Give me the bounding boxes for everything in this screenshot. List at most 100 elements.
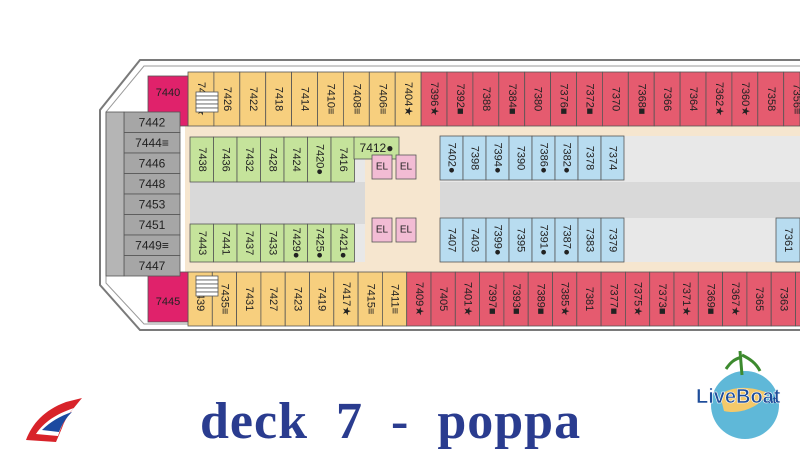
cabin-label: 7394● — [492, 142, 504, 173]
cabin-label: 7376■ — [558, 83, 570, 114]
cabin-label: 7362★ — [713, 82, 725, 116]
cabin-label: 7381 — [583, 287, 595, 311]
cabin — [284, 271, 310, 327]
stairs-icon — [195, 91, 219, 97]
cabin-label: 7363 — [777, 287, 789, 311]
cabin — [265, 71, 293, 127]
cabin — [503, 271, 529, 327]
cabin — [357, 271, 383, 327]
cabin — [600, 135, 625, 181]
cabin — [679, 71, 707, 127]
cabin-label: 7383 — [584, 228, 596, 252]
cabin — [291, 71, 318, 127]
cabin — [330, 223, 355, 263]
cabin-label: 7435≡ — [218, 284, 230, 315]
cabin-label: 7396★ — [428, 82, 440, 116]
cabin-label: 7417★ — [340, 282, 352, 316]
cabin-label: 7426 — [221, 87, 233, 111]
cabin-label: 7448 — [139, 177, 166, 191]
cabin-label: 7414 — [299, 87, 311, 111]
cabin-side — [105, 111, 125, 277]
cabin — [770, 271, 796, 327]
deck-plan: 7430★74267422741874147410≡7408≡7406≡7404… — [99, 59, 800, 331]
cabin — [330, 136, 355, 183]
cabin-label: 7364 — [687, 87, 699, 111]
cabin-label: 7378 — [584, 146, 596, 170]
cabin-label: 7447 — [139, 259, 166, 273]
cabin-label: 7390 — [515, 146, 527, 170]
liveboat-text: LiveBoat — [696, 386, 781, 408]
cabin-label: 7438 — [196, 147, 208, 171]
stairs-icon — [195, 107, 219, 113]
cabin-label: 7356≡ — [791, 84, 800, 115]
cabin-label: 7377■ — [607, 283, 619, 314]
cabin-label: 7398 — [469, 146, 481, 170]
stairs-icon — [195, 95, 219, 101]
cabin-label: 7415≡ — [364, 284, 376, 315]
cabin-label: 7411≡ — [389, 284, 401, 314]
stairs-icon — [195, 291, 219, 297]
cabin-label: 7437 — [243, 231, 255, 255]
cabin-label: 7440 — [156, 87, 180, 99]
cabin-label: 7388 — [480, 87, 492, 111]
cabin-label: 7432 — [243, 147, 255, 171]
cabin-label: 7442 — [139, 115, 166, 129]
cabin-label: 7373■ — [656, 283, 668, 314]
elevator-label: EL — [376, 162, 389, 173]
cabin-label: 7407 — [446, 228, 458, 252]
cabin-label: 7395 — [515, 228, 527, 252]
cabin — [600, 217, 625, 263]
cabin — [576, 71, 603, 127]
cabin-label: 7408≡ — [350, 84, 362, 115]
cabin-label: 7404★ — [402, 82, 414, 116]
cabin-label: 7367★ — [729, 282, 741, 316]
elevator — [395, 217, 417, 243]
cabin — [420, 71, 448, 127]
cabin — [731, 71, 759, 127]
cabin-label: 7385★ — [559, 282, 571, 316]
cabin-label: 7386● — [538, 142, 550, 173]
cabin-label: 7366 — [661, 87, 673, 111]
elevator-label: EL — [400, 162, 413, 173]
cabin-label: 7416 — [337, 147, 349, 171]
cabin — [722, 271, 748, 327]
cabin-label: 7429● — [290, 227, 302, 258]
cabin-label: 7393■ — [510, 283, 522, 314]
cabin-label: 7371★ — [680, 282, 692, 316]
cabin-label: 7425● — [313, 227, 325, 258]
cabin-label: 7392■ — [454, 83, 466, 114]
cabin — [430, 271, 456, 327]
cabin-label: 7379 — [607, 228, 619, 252]
cabin — [446, 71, 474, 127]
cabin-label: 7397■ — [486, 283, 498, 314]
cabin-label: 7444≡ — [135, 136, 169, 150]
cabin-label: 7428 — [266, 147, 278, 171]
cabin — [627, 71, 655, 127]
cabin-label: 7424 — [290, 147, 302, 171]
cabin — [260, 271, 286, 327]
cabin-label: 7391● — [538, 224, 550, 255]
cabin — [552, 271, 578, 327]
cabin — [697, 271, 723, 327]
elevator-label: EL — [400, 225, 413, 236]
elevator — [395, 154, 417, 180]
cabin-label: 7422 — [247, 87, 259, 111]
cabin-label: 7384■ — [506, 83, 518, 114]
cabin — [147, 271, 189, 323]
cabin-label: 7403 — [469, 228, 481, 252]
cabin — [746, 271, 772, 327]
cabin — [239, 71, 267, 127]
cabin-label: 7382● — [561, 142, 573, 173]
cabin — [783, 71, 800, 127]
cabin-label: 7449≡ — [135, 238, 169, 252]
cabin-label: 7451 — [139, 218, 166, 232]
carnival-funnel-logo — [26, 398, 82, 442]
cabin-label: 7443 — [196, 231, 208, 255]
cabin-label: 7402● — [446, 142, 458, 173]
cabin-label: 7446 — [139, 156, 166, 170]
cabin-label: 7433 — [266, 231, 278, 255]
cabin — [236, 271, 262, 327]
cabin-label: 7370 — [609, 87, 621, 111]
cabin-label: 7436 — [219, 147, 231, 171]
cabin-label: 7358 — [765, 87, 777, 111]
